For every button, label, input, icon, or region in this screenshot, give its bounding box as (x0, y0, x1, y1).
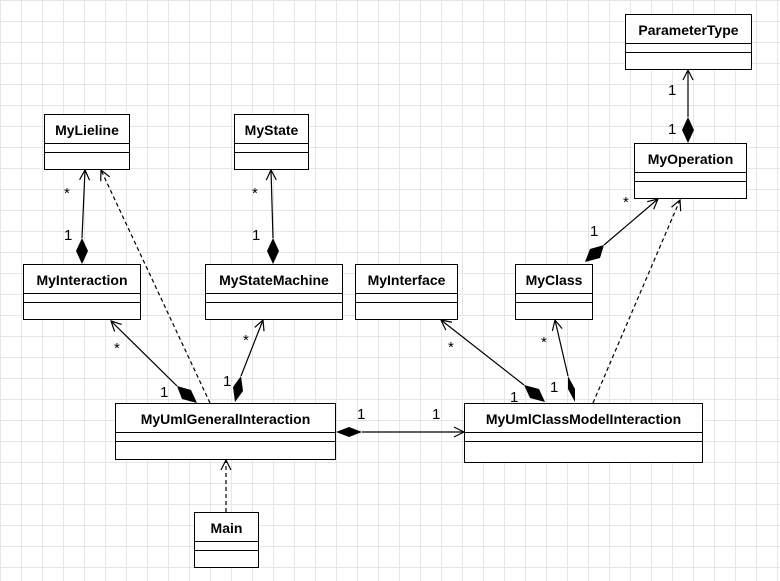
attributes-compartment (356, 293, 457, 302)
operations-compartment (516, 302, 592, 319)
operations-compartment (24, 302, 140, 319)
multiplicity-label: 1 (510, 389, 518, 406)
class-name: MyOperation (647, 151, 734, 167)
multiplicity-label: 1 (223, 373, 231, 390)
attributes-compartment (45, 143, 129, 152)
attributes-compartment (195, 541, 258, 550)
composition-class-operation[interactable]: * 1 (585, 194, 658, 262)
multiplicity-label: * (243, 332, 249, 349)
attributes-compartment (465, 432, 702, 441)
class-name: MyUmlClassModelInteraction (485, 411, 682, 427)
class-name: MyInteraction (36, 272, 128, 288)
operations-compartment (626, 52, 751, 69)
class-name: Main (210, 520, 243, 536)
class-myoperation[interactable]: MyOperation (634, 143, 747, 199)
multiplicity-label: * (623, 194, 629, 211)
operations-compartment (195, 550, 258, 567)
class-name: ParameterType (638, 22, 739, 38)
multiplicity-label: 1 (64, 227, 72, 244)
attributes-compartment (24, 293, 140, 302)
class-mylieline[interactable]: MyLieline (44, 114, 130, 170)
class-name: MyStateMachine (219, 272, 329, 288)
multiplicity-label: 1 (252, 227, 260, 244)
multiplicity-label: 1 (668, 121, 676, 138)
composition-interaction-lifeline[interactable]: * 1 (64, 170, 88, 264)
operations-compartment (465, 441, 702, 462)
class-myumlclassmodelinteraction[interactable]: MyUmlClassModelInteraction (464, 403, 703, 463)
operations-compartment (45, 152, 129, 169)
class-myinterface[interactable]: MyInterface (355, 264, 458, 320)
composition-classmodel-interface[interactable]: * 1 (441, 320, 545, 406)
composition-general-interaction[interactable]: * 1 (111, 321, 197, 403)
operations-compartment (116, 441, 335, 459)
multiplicity-label: 1 (432, 406, 440, 423)
composition-operation-parametertype[interactable]: 1 1 (668, 70, 694, 143)
multiplicity-label: * (114, 340, 120, 357)
attributes-compartment (626, 43, 751, 52)
multiplicity-label: 1 (357, 406, 365, 423)
multiplicity-label: 1 (668, 82, 676, 99)
operations-compartment (235, 152, 308, 169)
operations-compartment (206, 302, 342, 319)
class-name: MyInterface (367, 272, 446, 288)
class-main[interactable]: Main (194, 512, 259, 568)
dependency-general-lifeline[interactable] (101, 170, 211, 404)
class-myumlgeneralinteraction[interactable]: MyUmlGeneralInteraction (115, 403, 336, 460)
class-name: MyUmlGeneralInteraction (140, 411, 311, 427)
multiplicity-label: * (541, 334, 547, 351)
attributes-compartment (516, 293, 592, 302)
attributes-compartment (206, 293, 342, 302)
multiplicity-label: * (252, 185, 258, 202)
attributes-compartment (635, 172, 746, 181)
multiplicity-label: * (64, 185, 70, 202)
multiplicity-label: * (448, 339, 454, 356)
composition-classmodel-class[interactable]: * 1 (541, 320, 575, 402)
multiplicity-label: 1 (160, 384, 168, 401)
attributes-compartment (116, 432, 335, 441)
class-parametertype[interactable]: ParameterType (625, 14, 752, 70)
class-name: MyState (244, 122, 299, 138)
composition-general-statemachine[interactable]: * 1 (223, 320, 263, 402)
attributes-compartment (235, 143, 308, 152)
multiplicity-label: 1 (590, 223, 598, 240)
class-myinteraction[interactable]: MyInteraction (23, 264, 141, 320)
dependency-classmodel-operation[interactable] (592, 200, 680, 404)
operations-compartment (356, 302, 457, 319)
class-name: MyClass (525, 272, 583, 288)
operations-compartment (635, 181, 746, 198)
composition-statemachine-state[interactable]: * 1 (252, 170, 279, 264)
class-mystate[interactable]: MyState (234, 114, 309, 170)
class-name: MyLieline (55, 122, 119, 138)
class-myclass[interactable]: MyClass (515, 264, 593, 320)
multiplicity-label: 1 (550, 379, 558, 396)
class-mystatemachine[interactable]: MyStateMachine (205, 264, 343, 320)
composition-general-classmodel[interactable]: 1 1 (336, 406, 464, 437)
